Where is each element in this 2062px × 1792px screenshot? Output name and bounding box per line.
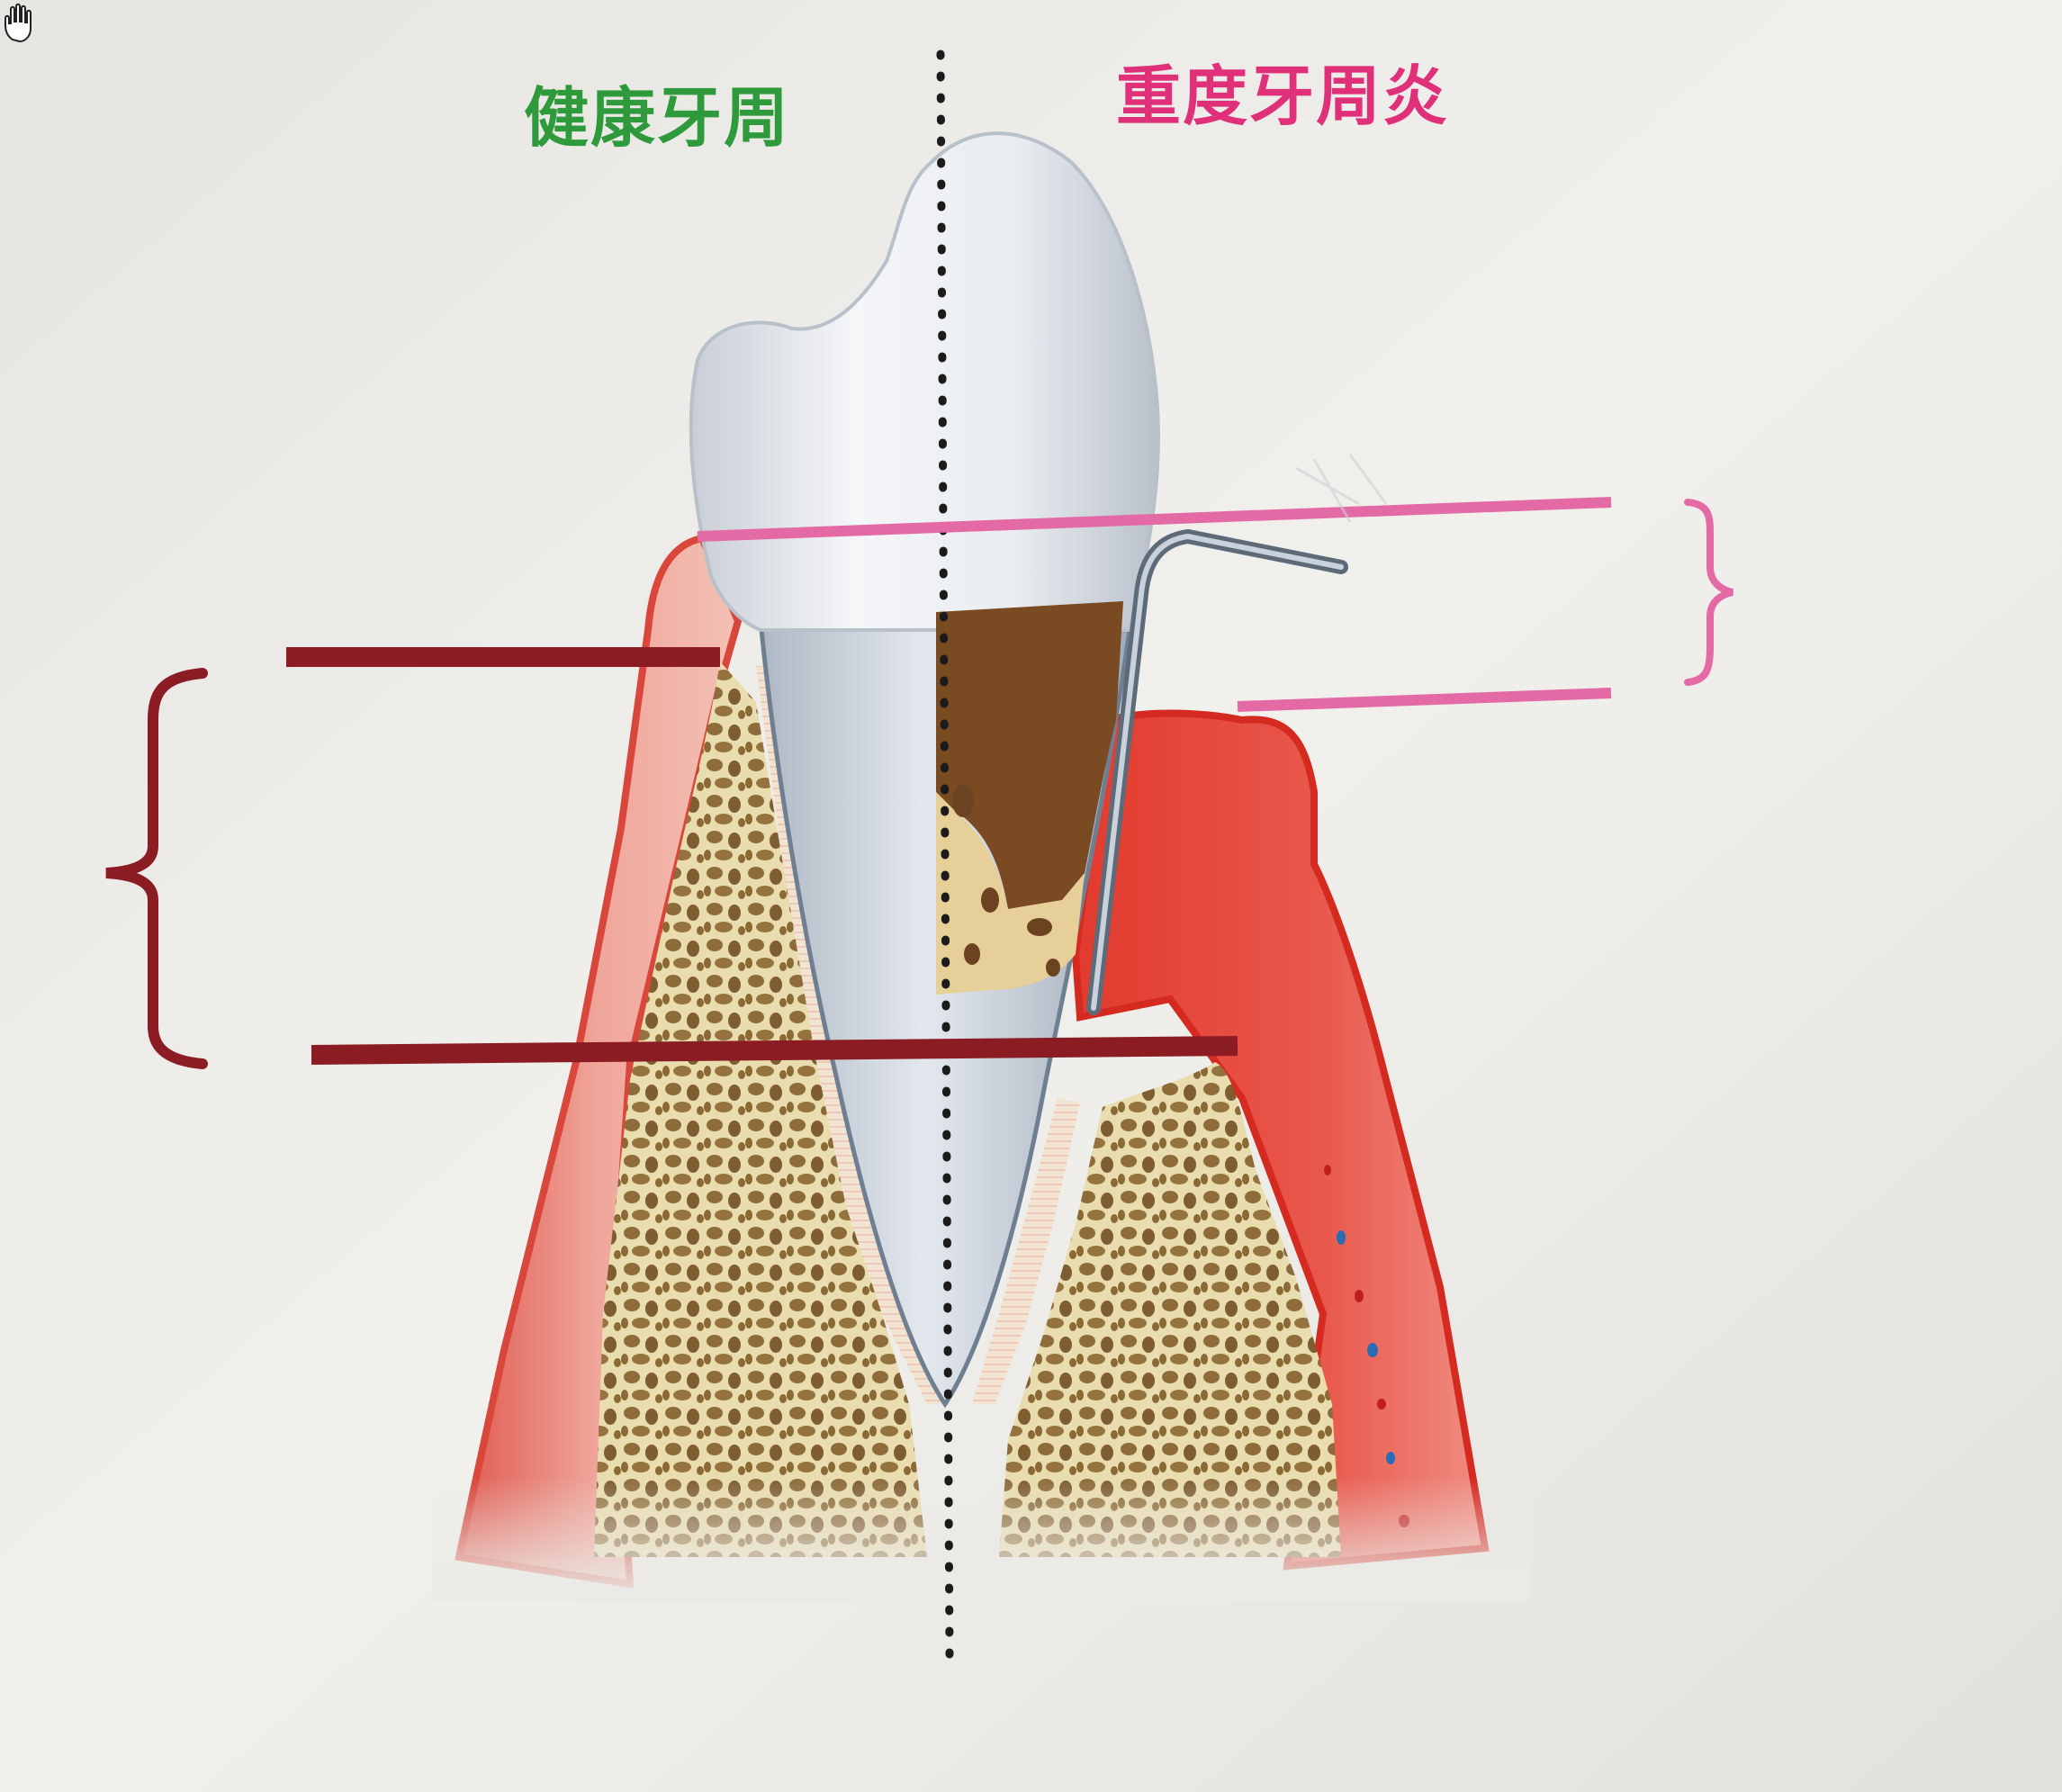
calculus-pores <box>952 785 1060 977</box>
ghost-marks <box>1295 454 1388 523</box>
healthy-alveolar-bone <box>594 662 927 1557</box>
periodontal-probe <box>1086 528 1348 1015</box>
bottom-fade <box>432 1476 1530 1602</box>
receded-alveolar-bone <box>999 1062 1341 1557</box>
hand-cursor-icon <box>5 3 32 43</box>
midline <box>936 50 954 1661</box>
disease-periodontal-ligament <box>972 1098 1080 1404</box>
healthy-periodontium-label: 健康牙周 <box>524 80 791 156</box>
inflamed-gingiva <box>1071 709 1490 1571</box>
healthy-lower-line <box>311 1036 1238 1065</box>
healthy-bracket <box>105 668 208 1069</box>
severe-periodontitis-label: 重度牙周炎 <box>1116 59 1450 134</box>
disease-upper-line <box>697 497 1612 542</box>
disease-bracket <box>1684 499 1733 686</box>
disease-lower-line <box>1237 688 1612 712</box>
dental-calculus <box>936 601 1123 909</box>
